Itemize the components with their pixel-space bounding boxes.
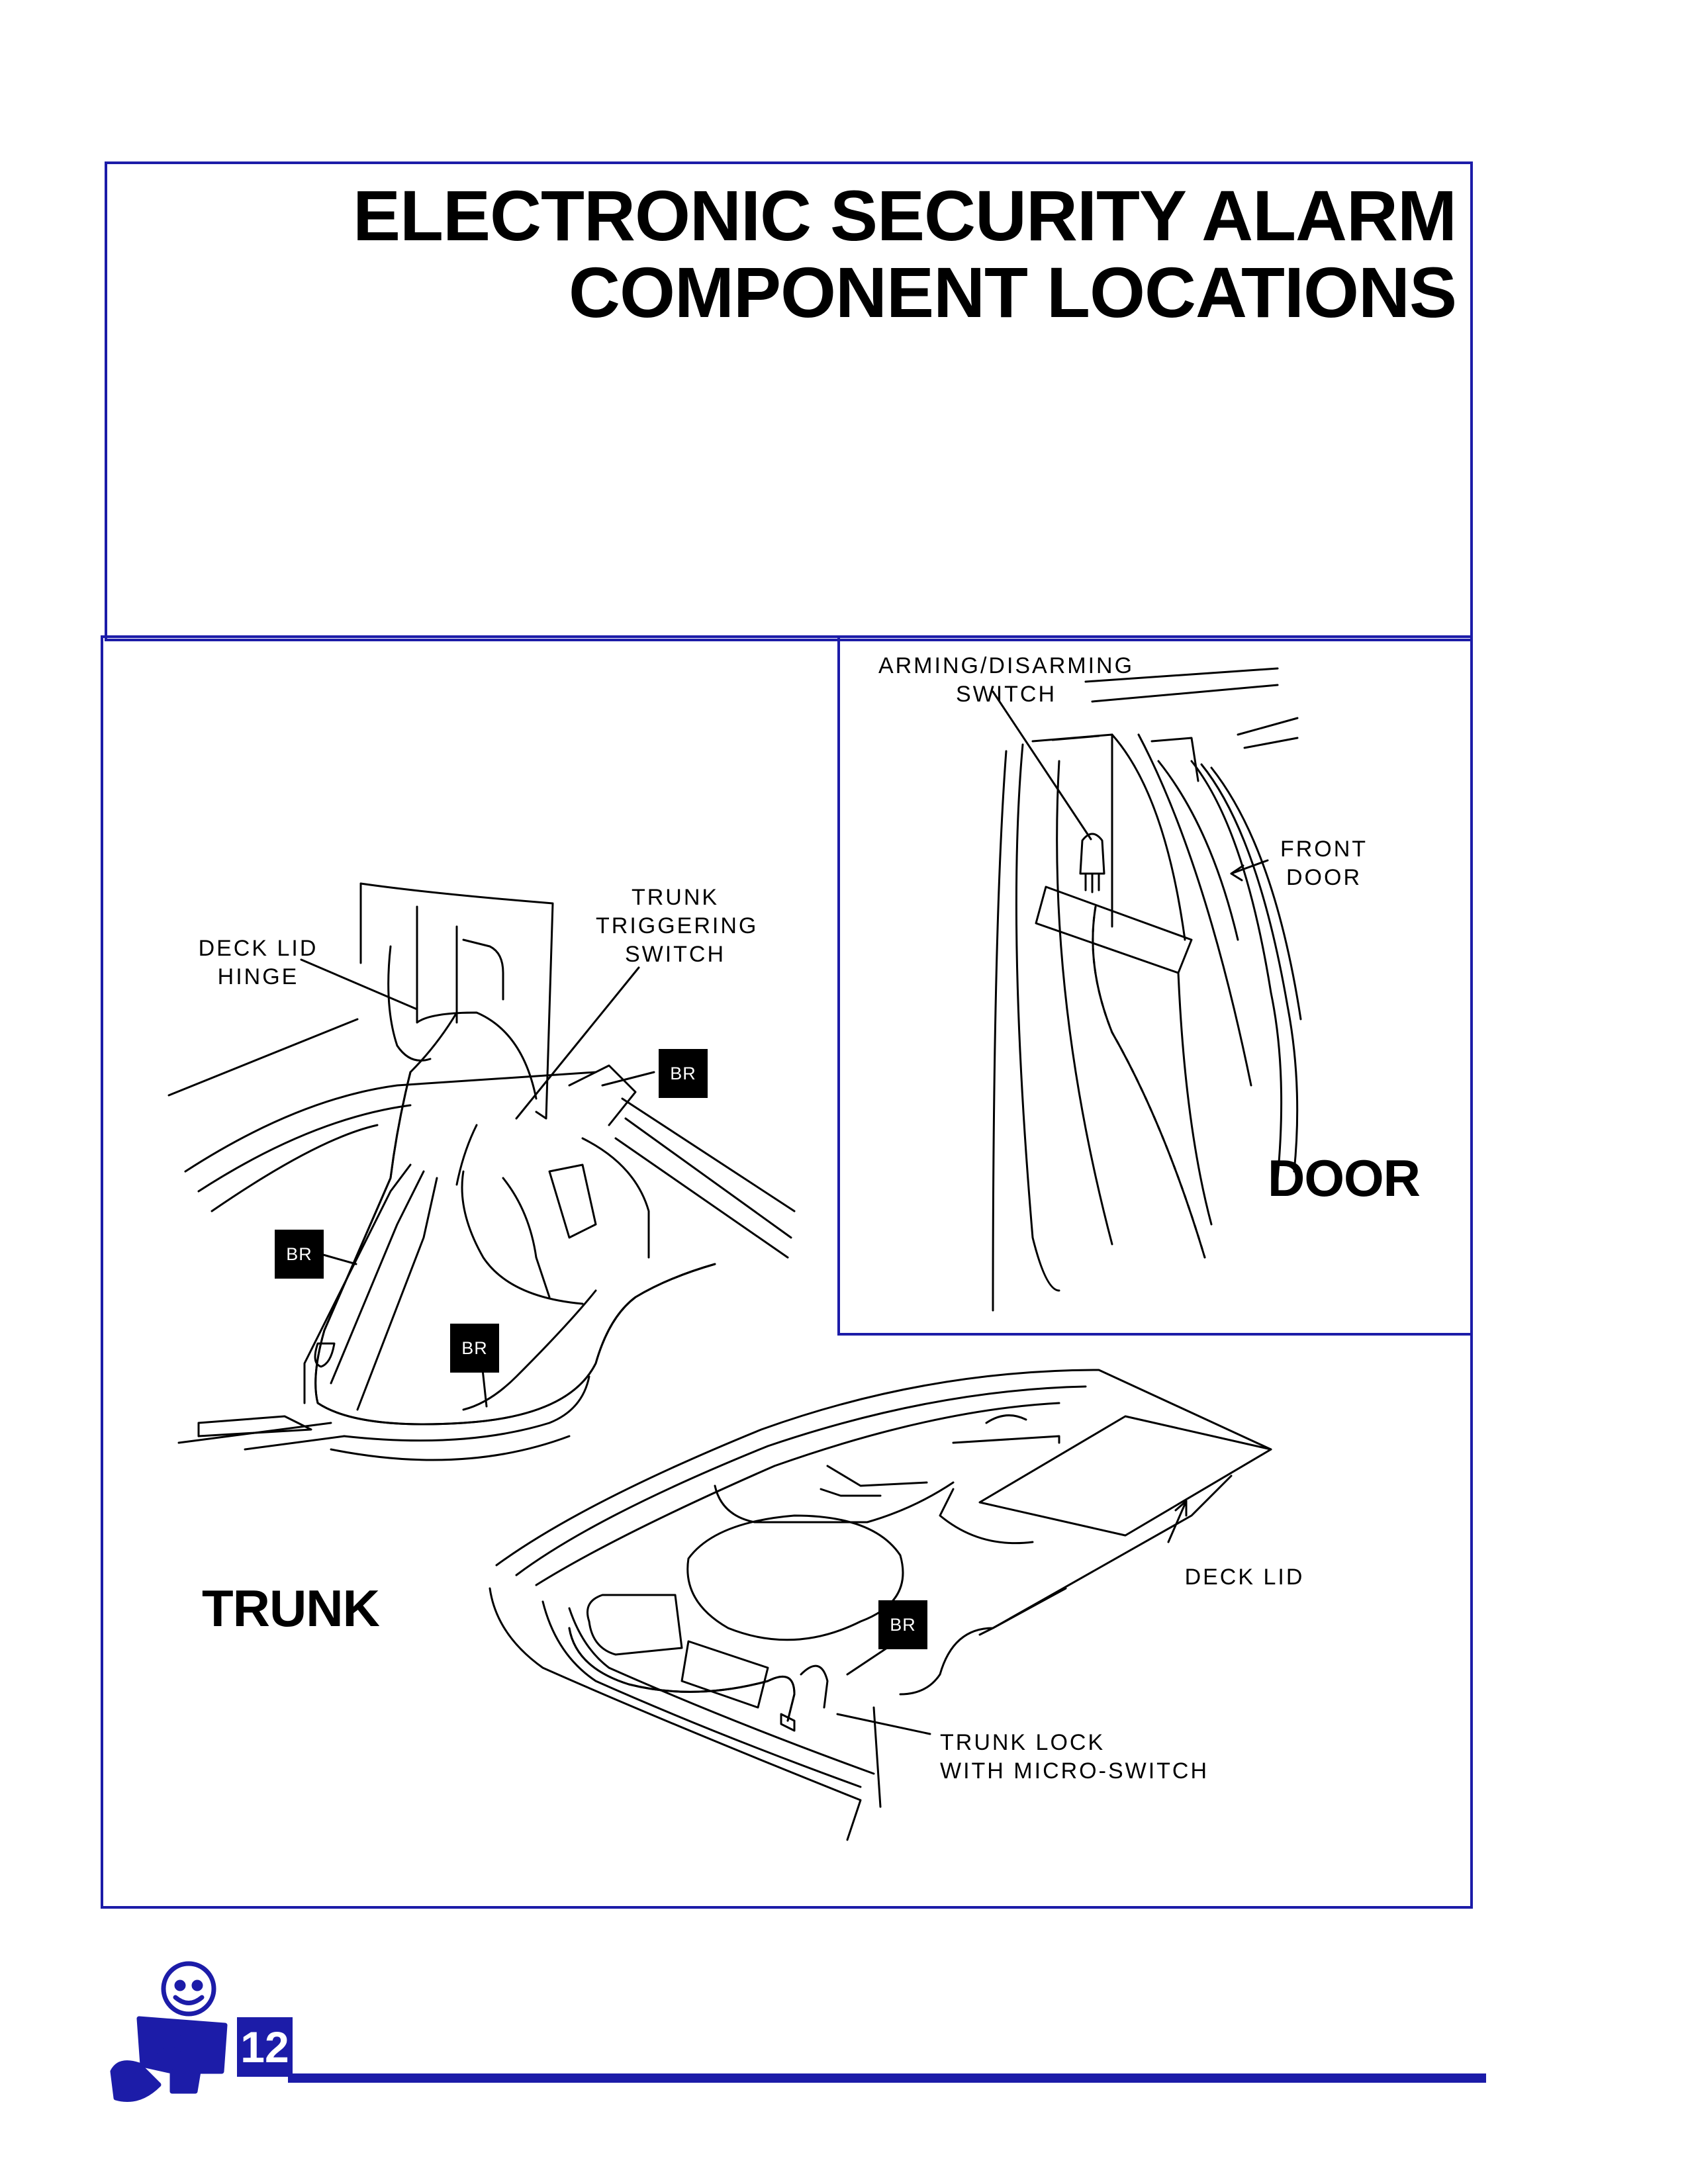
footer-rule [288,2073,1486,2083]
trunk-triggering-switch-label: TRUNK TRIGGERING SWITCH [596,885,759,967]
title-frame [105,161,1473,641]
door-illustration [992,667,1302,1312]
br-tag: BR [275,1230,324,1279]
trunk-open-illustration [167,882,796,1461]
page-title-line-2: COMPONENT LOCATIONS [569,252,1457,332]
br-tag: BR [450,1324,499,1373]
br-tag: BR [878,1600,927,1649]
page-number-box: 12 [237,2017,293,2077]
trunk-heading: TRUNK [202,1579,380,1637]
page-title-line-1: ELECTRONIC SECURITY ALARM [352,175,1457,255]
door-panel-frame [837,635,1473,1336]
br-tag: BR [659,1049,708,1098]
deck-lid-label: DECK LID [1184,1565,1305,1590]
deck-lid-hinge-label: DECK LID HINGE [198,936,318,989]
trunk-lock-label: TRUNK LOCK WITH MICRO-SWITCH [940,1730,1209,1784]
arming-switch-label: ARMING/DISARMING SWITCH [878,653,1135,707]
door-heading: DOOR [1268,1149,1421,1207]
front-door-label: FRONT DOOR [1280,837,1368,890]
mascot-logo [110,1961,228,2102]
